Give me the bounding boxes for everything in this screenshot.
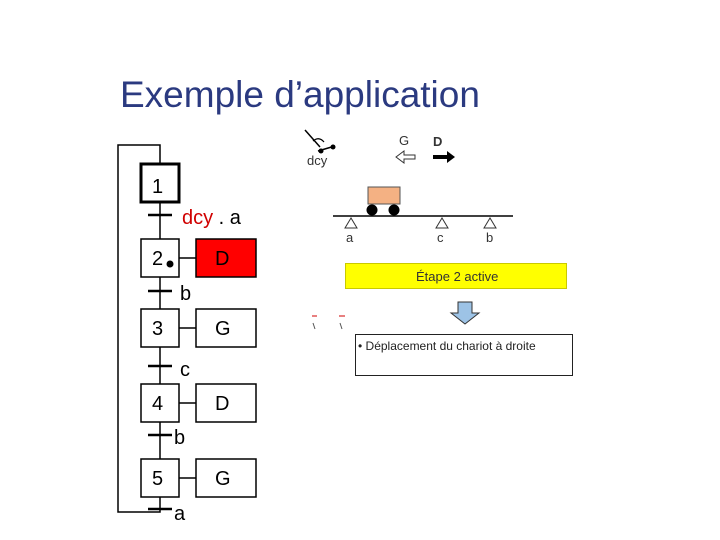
down-arrow-icon xyxy=(449,301,481,325)
transition-5-label: a xyxy=(174,503,186,525)
active-token-icon xyxy=(166,260,174,268)
transition-2-label: b xyxy=(180,283,191,305)
step-2: 2 D xyxy=(140,238,257,278)
decorative-marks xyxy=(312,315,345,330)
step-3-action: G xyxy=(215,318,231,340)
step-4: 4 D xyxy=(140,383,257,423)
transition-3-label: c xyxy=(180,359,190,381)
step-4-action-box xyxy=(195,383,257,423)
active-step-banner: Étape 2 active xyxy=(345,263,567,289)
transition-4-label: b xyxy=(174,427,185,449)
step-5: 5 G xyxy=(140,458,257,498)
active-step-banner-text: Étape 2 active xyxy=(416,269,499,284)
left-arrow-icon xyxy=(395,150,416,164)
sensor-b-label: b xyxy=(486,230,493,245)
step-4-action: D xyxy=(215,393,229,415)
sensor-c-icon xyxy=(435,217,449,229)
right-arrow-icon xyxy=(433,151,455,163)
svg-text:5: 5 xyxy=(152,468,163,490)
svg-text:4: 4 xyxy=(152,393,163,415)
cart-icon xyxy=(366,186,401,216)
sensor-a-label: a xyxy=(346,230,354,245)
svg-text:3: 3 xyxy=(152,318,163,340)
step-2-action-box xyxy=(195,238,257,278)
sensor-b-icon xyxy=(483,217,497,229)
left-direction-label: G xyxy=(399,133,409,148)
step-1: 1 xyxy=(139,162,181,204)
step-3-action-box xyxy=(195,308,257,348)
step-2-number: 2 xyxy=(152,248,163,270)
info-box: • Déplacement du chariot à droite xyxy=(355,334,573,376)
right-direction-label: D xyxy=(433,134,442,149)
dcy-switch-icon xyxy=(304,129,336,154)
step-5-action-box xyxy=(195,458,257,498)
page-title: Exemple d’application xyxy=(120,74,480,115)
step-1-number: 1 xyxy=(152,176,163,198)
step-3: 3 G xyxy=(140,308,257,348)
step-2-action: D xyxy=(215,248,229,270)
dcy-label: dcy xyxy=(307,153,328,168)
step-5-action: G xyxy=(215,468,231,490)
transition-1-label: dcy . a xyxy=(182,207,242,229)
sensor-c-label: c xyxy=(437,230,444,245)
sensor-a-icon xyxy=(344,217,358,229)
